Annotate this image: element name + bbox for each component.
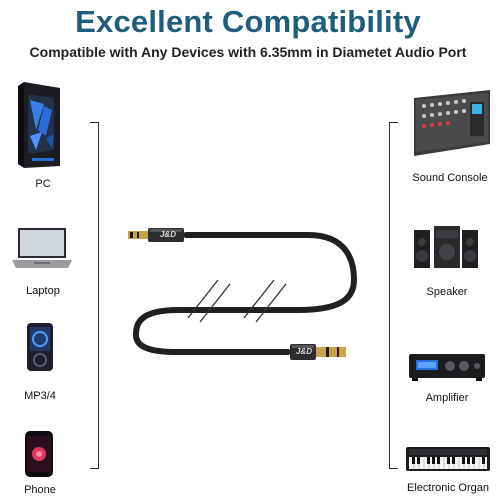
pc-label: PC [35, 178, 51, 190]
keyboard-organ-icon [406, 447, 490, 471]
speaker-system-icon [414, 226, 478, 268]
pc-device [14, 80, 64, 170]
sound-console-device [412, 88, 492, 158]
laptop-icon [12, 228, 72, 268]
amplifier-icon [409, 354, 485, 381]
laptop-device [10, 226, 74, 270]
phone-icon [25, 431, 53, 477]
phone-device [24, 430, 54, 478]
mp3-label: MP3/4 [24, 390, 56, 402]
amplifier-device [408, 350, 486, 382]
organ-device [405, 446, 491, 472]
phone-label: Phone [24, 484, 56, 496]
left-bracket [90, 122, 99, 469]
mixer-console-icon [414, 90, 490, 156]
pc-tower-icon [18, 82, 60, 168]
right-bracket [389, 122, 398, 469]
audio-cable-icon [128, 228, 358, 360]
cable-brand-top: J&D [159, 230, 176, 239]
audio-cable [118, 210, 386, 380]
organ-label: Electronic Organ [407, 482, 489, 494]
sound-console-label: Sound Console [412, 172, 488, 184]
speaker-device [412, 224, 480, 270]
mp3-player-icon [27, 323, 53, 371]
page-subtitle: Compatible with Any Devices with 6.35mm … [29, 44, 467, 60]
mp3-device [26, 322, 54, 372]
page-title: Excellent Compatibility [75, 4, 421, 39]
amplifier-label: Amplifier [425, 392, 469, 404]
laptop-label: Laptop [26, 285, 60, 297]
cable-brand-bottom: J&D [295, 347, 312, 356]
speaker-label: Speaker [426, 286, 468, 298]
